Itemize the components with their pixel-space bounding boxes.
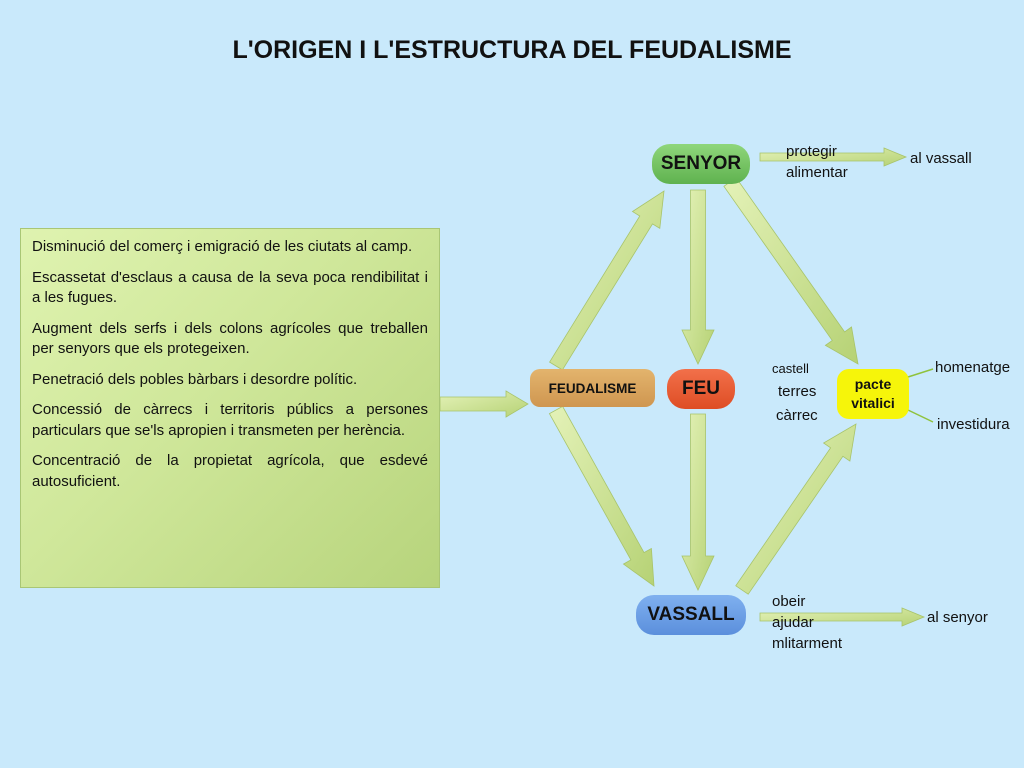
- vassall-duty-target: al senyor: [927, 609, 988, 626]
- node-pacte-vitalici: pacte vitalici: [837, 369, 909, 419]
- causes-box: Disminució del comerç i emigració de les…: [20, 228, 440, 588]
- arrow-senyor-to-feu: [681, 189, 715, 365]
- connector-investidura: [907, 409, 934, 423]
- cause-4: Penetració dels pobles bàrbars i desordr…: [32, 370, 358, 388]
- node-senyor: SENYOR: [652, 144, 750, 184]
- vassall-duty-2: ajudar: [772, 614, 814, 631]
- pacte-item-investidura: investidura: [937, 416, 1010, 433]
- arrow-vassall-to-pacte: [735, 423, 857, 595]
- node-feu: FEU: [667, 369, 735, 409]
- cause-6: Concentració de la propietat agrícola, q…: [32, 452, 428, 490]
- senyor-duty-2: alimentar: [786, 164, 848, 181]
- pacte-line1: pacte: [854, 376, 892, 392]
- feu-item-carrec: càrrec: [776, 407, 818, 424]
- arrow-feudalisme-to-senyor: [549, 190, 665, 371]
- node-vassall: VASSALL: [636, 595, 746, 635]
- arrow-vassall-duties: [759, 607, 926, 627]
- pacte-line2: vitalici: [851, 395, 895, 411]
- arrow-causes-to-feudalisme: [439, 390, 529, 418]
- arrow-senyor-to-pacte: [723, 177, 859, 365]
- arrow-feudalisme-to-vassall: [548, 405, 655, 587]
- arrow-feu-to-vassall: [681, 413, 715, 591]
- page-title: L'ORIGEN I L'ESTRUCTURA DEL FEUDALISME: [232, 36, 792, 64]
- feu-item-castell: castell: [772, 361, 809, 376]
- cause-3: Augment dels serfs i dels colons agrícol…: [32, 319, 428, 358]
- vassall-duty-1: obeir: [772, 593, 806, 610]
- pacte-item-homenatge: homenatge: [935, 359, 1011, 376]
- senyor-duty-target: al vassall: [910, 150, 972, 167]
- node-feudalisme: FEUDALISME: [530, 369, 655, 407]
- connector-homenatge: [907, 368, 934, 378]
- vassall-duty-3: mlitarment: [772, 635, 843, 652]
- senyor-duty-1: protegir: [786, 143, 837, 160]
- arrow-senyor-duties: [759, 147, 908, 167]
- cause-5: Concessió de càrrecs i territoris públic…: [32, 401, 428, 439]
- cause-2: Escassetat d'esclaus a causa de la seva …: [32, 268, 428, 307]
- cause-1: Disminució del comerç i emigració de les…: [32, 238, 413, 255]
- feu-item-terres: terres: [778, 383, 817, 400]
